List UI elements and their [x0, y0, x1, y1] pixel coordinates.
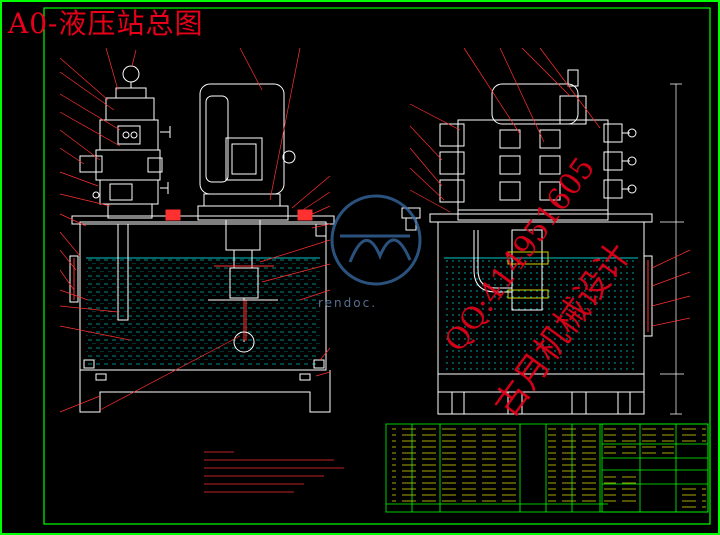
- valve-stack: [79, 65, 171, 219]
- manifold-stack-side: [439, 69, 637, 221]
- electric-motor: [197, 83, 296, 221]
- leader-lines-right: [409, 47, 691, 327]
- level-gauge-left: [69, 255, 79, 303]
- leader-lines-left: [59, 47, 331, 413]
- flange-1: [165, 209, 181, 221]
- flange-2: [297, 209, 313, 221]
- front-view: [69, 65, 335, 413]
- technical-notes: [204, 451, 344, 493]
- watermark-site: rendoc.: [318, 296, 378, 310]
- logo-watermark: [330, 194, 422, 286]
- oil-tank-side: [429, 213, 653, 415]
- title-block: [385, 423, 709, 513]
- return-pipe: [473, 229, 549, 311]
- suction-pipe: [117, 223, 129, 321]
- pump-assembly: [208, 219, 278, 353]
- level-gauge-right: [643, 255, 653, 337]
- breather: [315, 223, 327, 237]
- oil-tank-front: [71, 215, 335, 413]
- drawing-title: A0-液压站总图: [8, 7, 204, 40]
- side-view: [401, 69, 653, 415]
- dimension-right: [660, 83, 684, 415]
